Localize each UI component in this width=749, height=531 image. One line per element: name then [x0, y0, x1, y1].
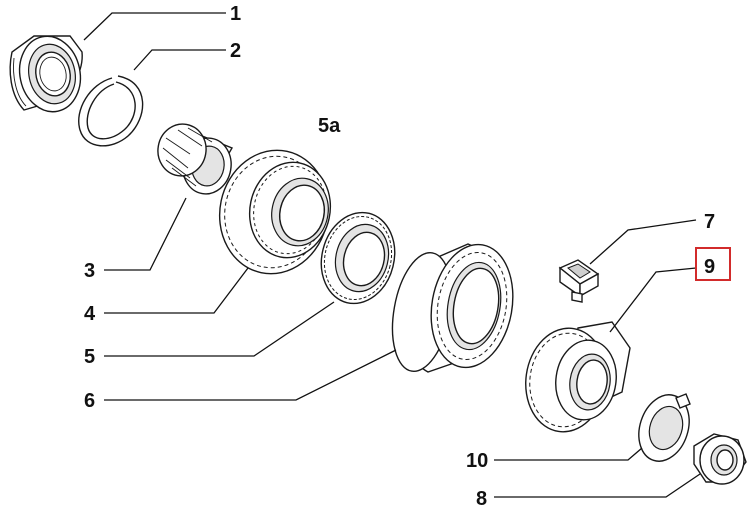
part-2-snap-ring[interactable] — [78, 75, 144, 147]
callout-8: 8 — [476, 488, 487, 510]
callout-4: 4 — [84, 303, 96, 325]
callout-5: 5 — [84, 346, 95, 368]
part-5a-synchro-ring[interactable] — [312, 205, 404, 312]
part-10-thrust-washer[interactable] — [631, 388, 698, 468]
part-7-key[interactable] — [558, 259, 600, 303]
callout-1: 1 — [230, 3, 241, 25]
part-3-needle-bearing[interactable] — [154, 120, 236, 198]
part-1-bearing[interactable] — [9, 31, 87, 118]
callout-9-highlight-box — [695, 247, 731, 281]
leader-lines — [83, 12, 701, 498]
callout-2: 2 — [230, 40, 241, 62]
callout-3: 3 — [84, 260, 95, 282]
part-4-gear[interactable] — [208, 140, 339, 284]
part-8-nut[interactable] — [693, 433, 747, 485]
part-9-synchro-hub[interactable] — [519, 321, 631, 437]
callout-5a: 5a — [318, 115, 341, 137]
part-6-sleeve[interactable] — [384, 238, 522, 376]
callout-9[interactable]: 9 — [704, 256, 715, 278]
callout-6: 6 — [84, 390, 95, 412]
callout-10: 10 — [466, 450, 488, 472]
callout-7: 7 — [704, 211, 715, 233]
